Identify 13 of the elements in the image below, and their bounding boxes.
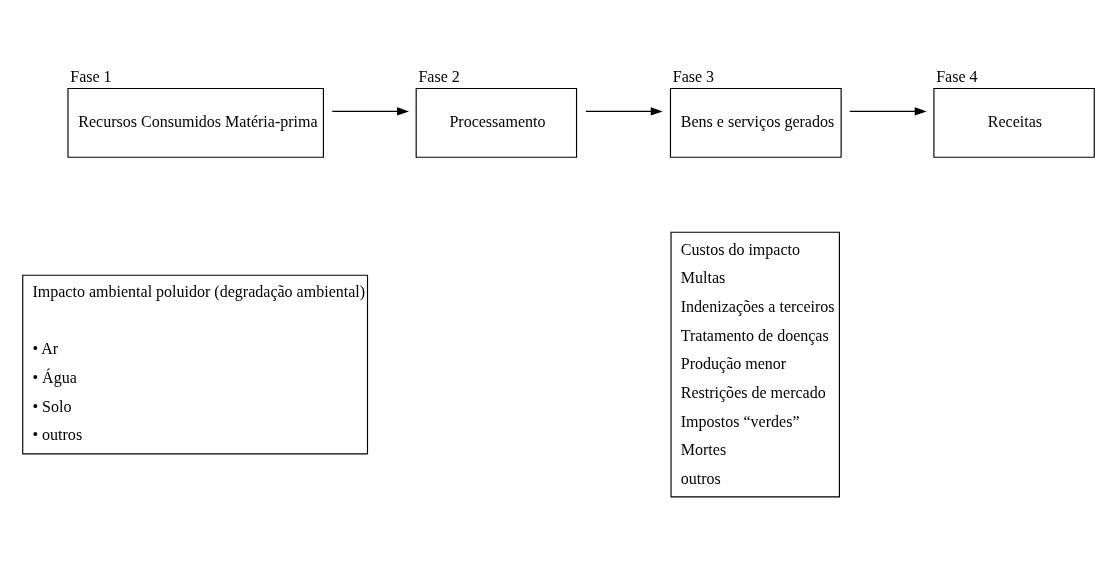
node-box: Custos do impacto Multas Indenizações a terceiros Tratamento de doenças Produção menor Restrições de mercado Impostos “verdes” Mortes outros <box>670 231 840 498</box>
node-box: Recursos Consumidos Matéria-prima <box>67 87 324 158</box>
node-box: Processamento <box>415 87 578 158</box>
node-box: Receitas <box>933 87 1095 158</box>
arrow <box>331 107 409 116</box>
node-label: Fase 1 <box>70 67 112 85</box>
node-label: Fase 3 <box>672 67 715 85</box>
node-box: Bens e serviços gerados <box>669 87 842 158</box>
arrow <box>849 107 927 116</box>
node-label: Fase 2 <box>418 67 460 85</box>
arrow <box>585 107 663 116</box>
node-box: Impacto ambiental poluidor (degradação ambiental) • Ar • Água • Solo • outros <box>22 274 369 455</box>
node-label: Fase 4 <box>936 67 978 85</box>
